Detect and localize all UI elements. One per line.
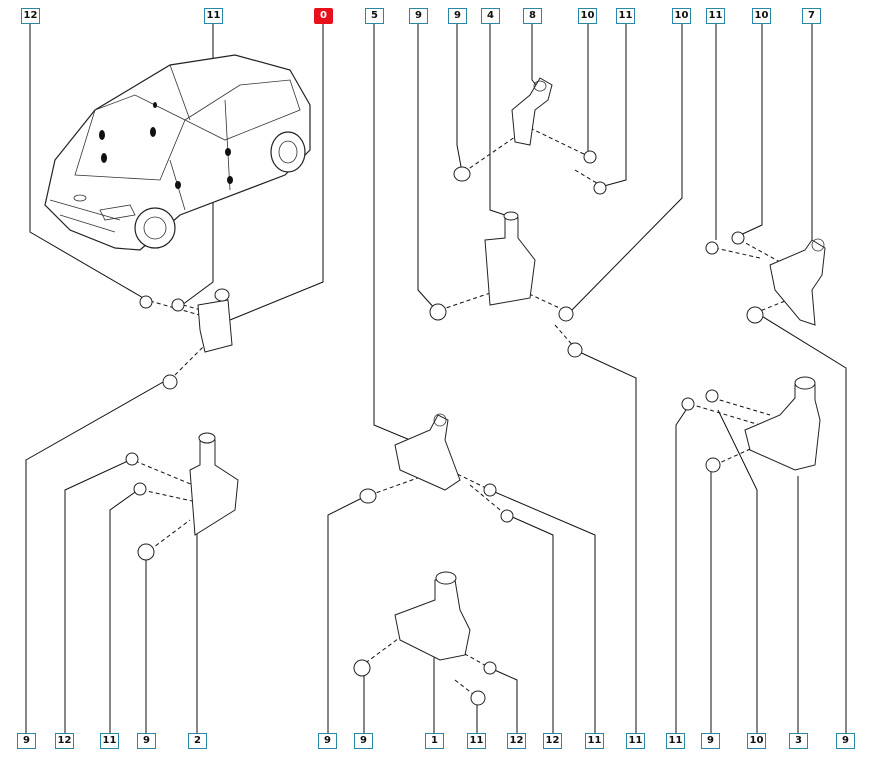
callout-top-1: 12 xyxy=(21,8,40,24)
callout-top-5: 9 xyxy=(409,8,428,24)
hinge-4 xyxy=(429,211,583,358)
callout-bottom-13: 11 xyxy=(626,733,645,749)
callout-bottom-6: 9 xyxy=(318,733,337,749)
callout-top-2: 11 xyxy=(204,8,223,24)
callout-top-11: 10 xyxy=(672,8,691,24)
callout-bottom-17: 3 xyxy=(789,733,808,749)
callout-bottom-8: 1 xyxy=(425,733,444,749)
callout-bottom-1: 9 xyxy=(17,733,36,749)
hinge-5 xyxy=(359,413,514,523)
callout-top-12: 11 xyxy=(706,8,725,24)
callout-bottom-2: 12 xyxy=(55,733,74,749)
hinge-6 xyxy=(139,288,233,390)
hinge-8 xyxy=(453,77,607,195)
callout-top-8: 8 xyxy=(523,8,542,24)
callout-bottom-7: 9 xyxy=(354,733,373,749)
callout-top-4: 5 xyxy=(365,8,384,24)
callout-bottom-5: 2 xyxy=(188,733,207,749)
callout-top-9: 10 xyxy=(578,8,597,24)
hinge-7 xyxy=(705,231,826,326)
callout-top-3-highlighted: 0 xyxy=(314,8,333,24)
hinge-3 xyxy=(681,376,821,473)
callout-bottom-4: 9 xyxy=(137,733,156,749)
callout-top-14: 7 xyxy=(802,8,821,24)
callout-bottom-15: 9 xyxy=(701,733,720,749)
callout-bottom-9: 11 xyxy=(467,733,486,749)
callout-bottom-16: 10 xyxy=(747,733,766,749)
callout-bottom-18: 9 xyxy=(836,733,855,749)
callout-top-10: 11 xyxy=(616,8,635,24)
callout-bottom-14: 11 xyxy=(666,733,685,749)
car-illustration xyxy=(44,54,311,251)
callout-bottom-3: 11 xyxy=(100,733,119,749)
callout-bottom-10: 12 xyxy=(507,733,526,749)
callout-bottom-11: 12 xyxy=(543,733,562,749)
hinge-2 xyxy=(125,432,239,561)
callout-bottom-12: 11 xyxy=(585,733,604,749)
callout-top-6: 9 xyxy=(448,8,467,24)
callout-top-7: 4 xyxy=(481,8,500,24)
callout-top-13: 10 xyxy=(752,8,771,24)
hinge-1 xyxy=(353,571,497,706)
